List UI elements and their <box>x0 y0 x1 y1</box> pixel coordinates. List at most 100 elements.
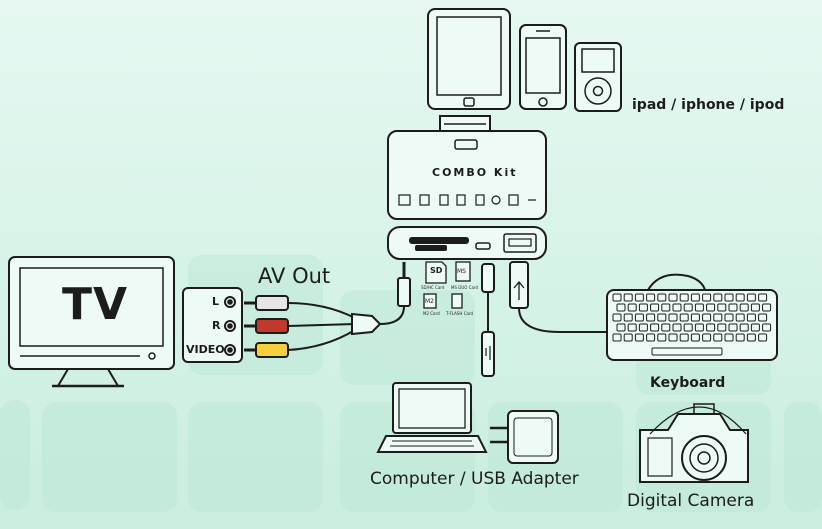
bg-tile <box>42 402 177 512</box>
keyboard-key <box>616 323 626 332</box>
keyboard-key <box>646 313 656 322</box>
apple-devices-label: ipad / iphone / ipod <box>632 97 785 113</box>
keyboard-key <box>634 333 644 342</box>
keyboard-key <box>612 293 622 302</box>
keyboard-key <box>627 303 637 312</box>
keyboard-key <box>728 323 738 332</box>
keyboard-key <box>634 313 644 322</box>
keyboard-key <box>679 293 689 302</box>
usb-charging-cable <box>481 263 495 377</box>
keyboard-key <box>646 293 656 302</box>
keyboard-key <box>661 323 671 332</box>
keyboard-key <box>713 293 723 302</box>
keyboard-key <box>672 303 682 312</box>
keyboard-key <box>657 333 667 342</box>
keyboard-key <box>627 323 637 332</box>
keyboard-key <box>758 333 768 342</box>
keyboard-key <box>623 313 633 322</box>
keyboard-key <box>668 313 678 322</box>
sd-hc-card-label: SD/HC Card <box>421 285 445 290</box>
keyboard-key <box>750 323 760 332</box>
keyboard-key <box>694 303 704 312</box>
keyboard-key <box>739 323 749 332</box>
keyboard-key <box>717 303 727 312</box>
keyboard-key <box>758 293 768 302</box>
rca-av-cable <box>244 262 411 358</box>
keyboard-key <box>717 323 727 332</box>
keyboard-key <box>728 303 738 312</box>
keyboard-key <box>638 303 648 312</box>
keyboard-key <box>668 333 678 342</box>
jack-right-label: R <box>212 319 221 332</box>
memory-card-icons <box>423 261 471 309</box>
keyboard-key <box>672 323 682 332</box>
keyboard-key <box>724 293 734 302</box>
combo-kit-label: COMBO Kit <box>432 166 518 179</box>
laptop-icon <box>376 382 488 453</box>
keyboard-key <box>702 293 712 302</box>
keyboard-key <box>657 313 667 322</box>
av-out-label: AV Out <box>258 264 331 288</box>
keyboard-key <box>683 323 693 332</box>
tv-icon <box>8 256 175 388</box>
keyboard-key <box>762 303 772 312</box>
keyboard-key <box>638 323 648 332</box>
keyboard-key <box>713 313 723 322</box>
m2-card-label: M2 Card <box>423 311 440 316</box>
usb-keyboard-cable <box>509 261 706 333</box>
keyboard-key <box>713 333 723 342</box>
keyboard-key <box>735 333 745 342</box>
keyboard-key <box>746 293 756 302</box>
keyboard-key <box>616 303 626 312</box>
keyboard-key <box>650 323 660 332</box>
keyboard-key <box>706 323 716 332</box>
av-jack-panel <box>182 287 243 363</box>
digital-camera-label: Digital Camera <box>627 491 755 511</box>
keyboard-key <box>623 293 633 302</box>
keyboard-key <box>668 293 678 302</box>
keyboard-key <box>690 313 700 322</box>
ms-duo-card-label: MS DUO Card <box>451 285 479 290</box>
keyboard-key <box>724 333 734 342</box>
keyboard-key <box>702 313 712 322</box>
keyboard-key <box>646 333 656 342</box>
ipod-icon <box>574 42 622 112</box>
keyboard-key <box>657 293 667 302</box>
keyboard-key <box>750 303 760 312</box>
tv-label: TV <box>62 279 129 330</box>
sd-card-glyph: SD <box>430 266 443 275</box>
keyboard-key <box>746 313 756 322</box>
keyboard-key <box>735 313 745 322</box>
keyboard-key <box>746 333 756 342</box>
keyboard-key <box>623 333 633 342</box>
keyboard-label: Keyboard <box>650 375 726 391</box>
keyboard-icon <box>606 289 778 361</box>
bg-tile <box>0 400 30 510</box>
ms-card-glyph: MS <box>457 268 466 275</box>
keyboard-key <box>735 293 745 302</box>
keyboard-key <box>690 333 700 342</box>
keyboard-key <box>679 313 689 322</box>
jack-left-label: L <box>212 295 220 308</box>
bg-tile <box>784 402 822 512</box>
keyboard-key <box>739 303 749 312</box>
tflash-card-label: T-FLASH Card <box>446 311 474 316</box>
computer-usb-label: Computer / USB Adapter <box>370 469 579 489</box>
keyboard-key <box>762 323 772 332</box>
keyboard-key <box>724 313 734 322</box>
bg-tile <box>188 402 323 512</box>
combo-kit-box <box>387 130 547 220</box>
camera-icon <box>639 403 749 483</box>
keyboard-key <box>694 323 704 332</box>
dock-connector-icon <box>439 115 491 133</box>
keyboard-key <box>758 313 768 322</box>
keyboard-key <box>612 313 622 322</box>
keyboard-key <box>679 333 689 342</box>
ipad-icon <box>427 8 511 110</box>
m2-card-glyph: M2 <box>425 298 434 305</box>
keyboard-key <box>706 303 716 312</box>
keyboard-key <box>683 303 693 312</box>
keyboard-key <box>661 303 671 312</box>
keyboard-key <box>690 293 700 302</box>
